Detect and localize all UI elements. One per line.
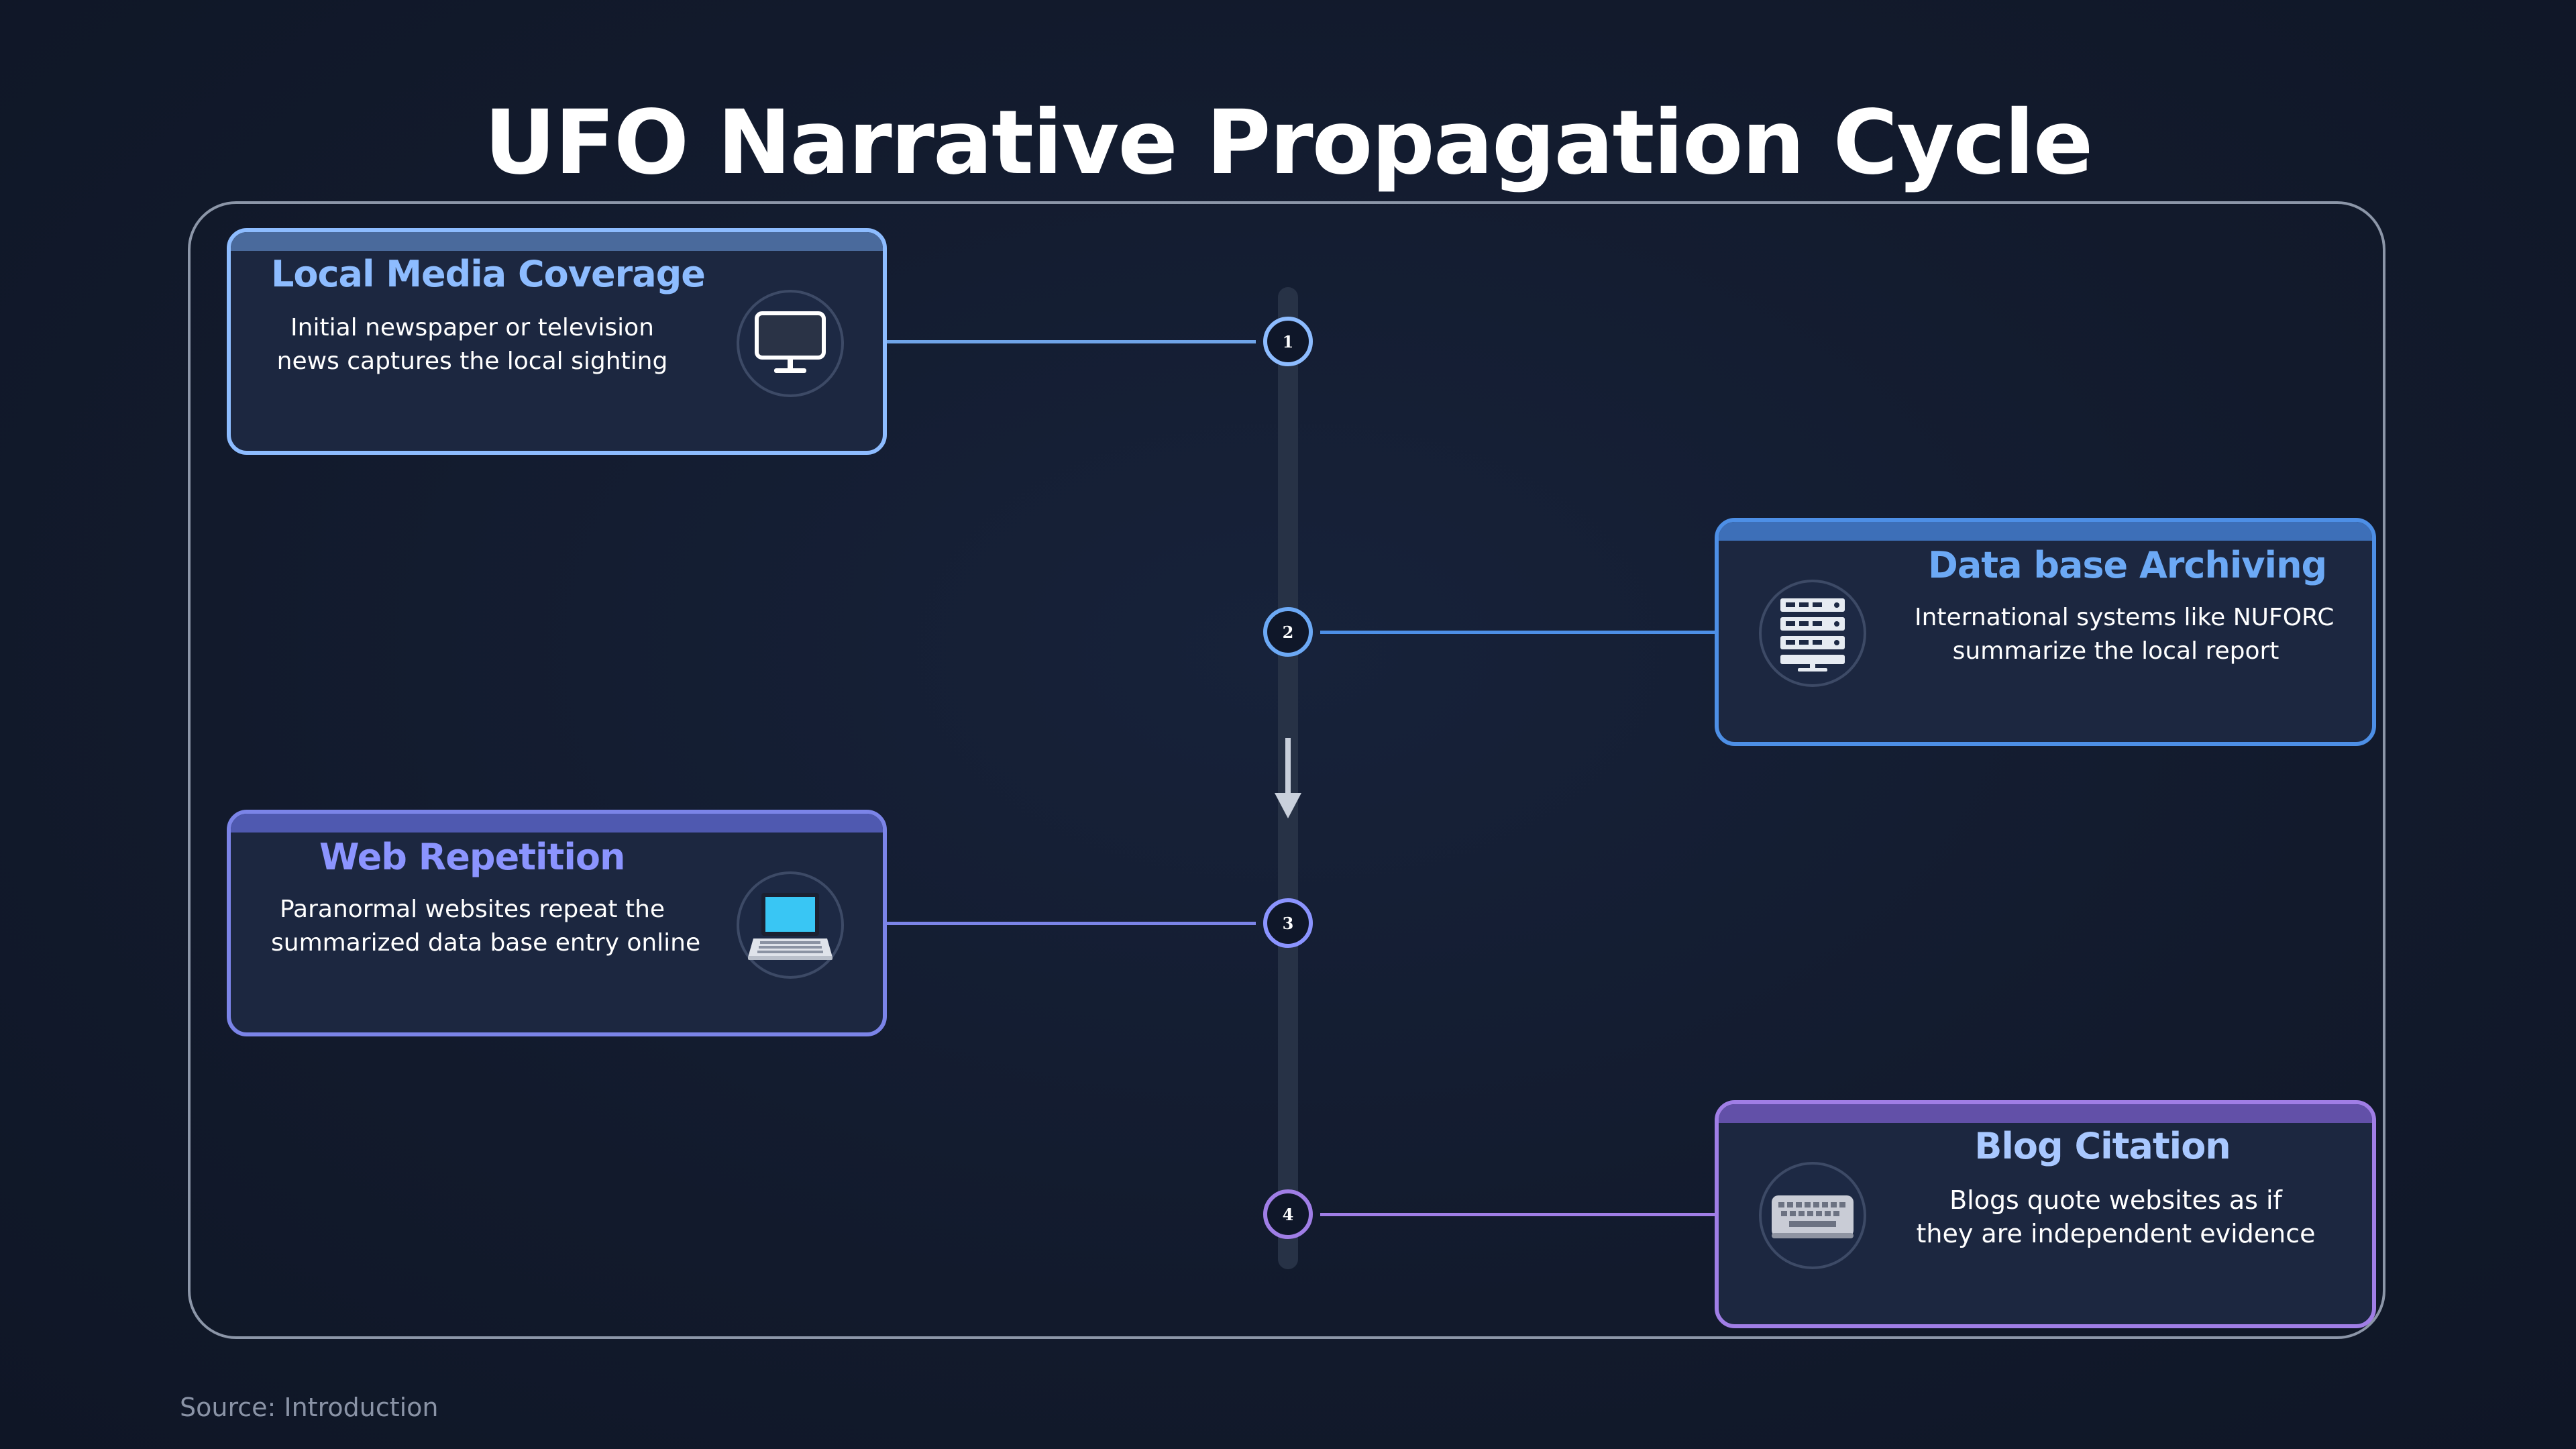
card-description-line: Paranormal websites repeat the [279, 896, 665, 923]
card-description-line: Blogs quote websites as if [1949, 1185, 2282, 1215]
card-header-bar [1719, 522, 2372, 541]
monitor-icon [755, 311, 826, 373]
flow-arrow-down-icon [1275, 738, 1301, 818]
card-title: Local Media Coverage [271, 253, 706, 295]
icon-badge [737, 290, 844, 397]
timeline-node-2: 2 [1263, 607, 1313, 657]
step-card-database-archiving: Data base Archiving International system… [1715, 518, 2376, 746]
connector-step-1 [885, 340, 1256, 343]
connector-step-4 [1320, 1213, 1716, 1216]
card-title: Data base Archiving [1928, 544, 2327, 586]
timeline-node-4: 4 [1263, 1189, 1313, 1239]
card-header-bar [231, 814, 883, 833]
timeline-node-3: 3 [1263, 898, 1313, 948]
icon-badge [1759, 1162, 1866, 1269]
card-description: Initial newspaper or television news cap… [271, 311, 674, 378]
card-description: Blogs quote websites as if they are inde… [1915, 1183, 2317, 1250]
card-description-line: summarized data base entry online [271, 929, 701, 957]
laptop-icon [748, 893, 833, 960]
icon-badge [1759, 580, 1866, 687]
step-card-web-repetition: Web Repetition Paranormal websites repea… [227, 810, 887, 1036]
step-card-blog-citation: Blog Citation Blogs quote websites as if… [1715, 1100, 2376, 1328]
server-rack-icon [1780, 598, 1845, 672]
card-description: Paranormal websites repeat the summarize… [271, 893, 701, 960]
connector-step-2 [1320, 631, 1716, 634]
card-description-line: Initial newspaper or television [290, 314, 654, 341]
icon-badge [737, 871, 844, 979]
card-description-line: summarize the local report [1952, 637, 2279, 665]
card-description: International systems like NUFORC summar… [1915, 601, 2334, 668]
connector-step-3 [885, 922, 1256, 925]
card-description-line: International systems like NUFORC [1915, 604, 2334, 631]
card-description-line: news captures the local sighting [276, 347, 668, 375]
card-header-bar [231, 232, 883, 251]
step-card-local-media: Local Media Coverage Initial newspaper o… [227, 228, 887, 455]
timeline-node-1: 1 [1263, 317, 1313, 366]
diagram-frame [188, 201, 2385, 1339]
card-title: Web Repetition [319, 836, 625, 878]
diagram-title: UFO Narrative Propagation Cycle [484, 91, 2094, 195]
card-header-bar [1719, 1104, 2372, 1123]
source-note: Source: Introduction [180, 1393, 439, 1422]
keyboard-icon [1772, 1195, 1854, 1238]
card-description-line: they are independent evidence [1916, 1219, 2316, 1248]
card-title: Blog Citation [1974, 1125, 2231, 1167]
